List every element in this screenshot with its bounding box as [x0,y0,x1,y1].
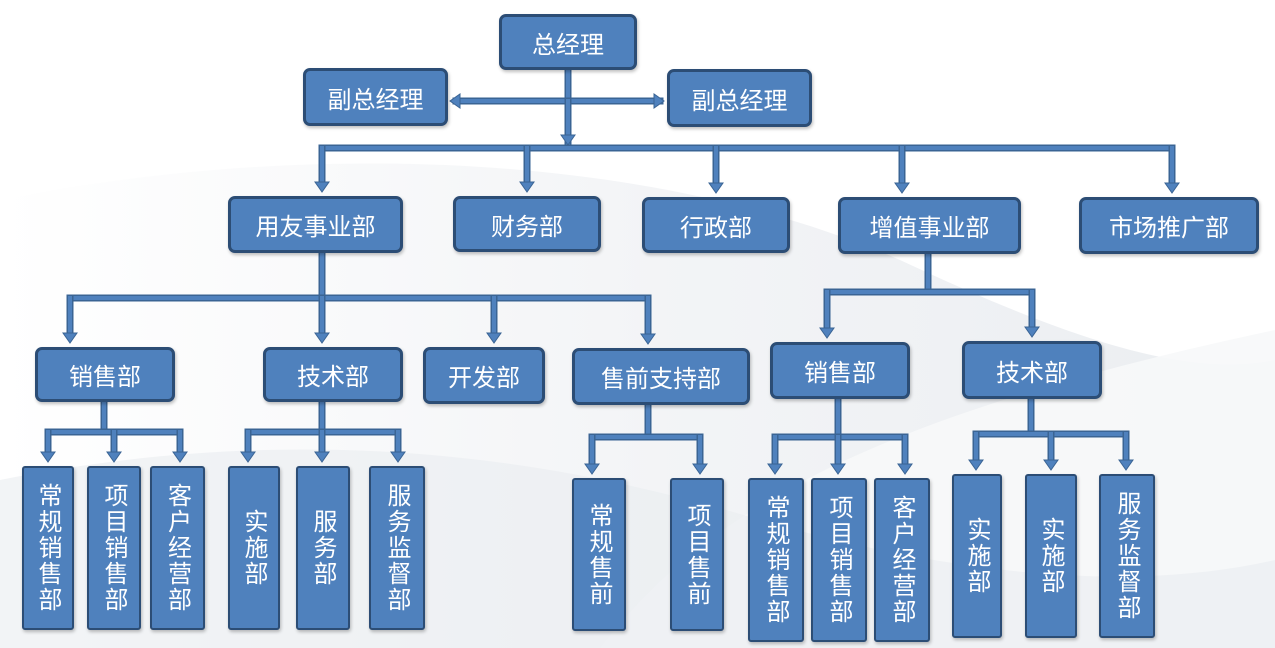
node-va-sales-project: 项目销售部 [811,478,867,642]
arrow-head [830,463,846,475]
node-marketing: 市场推广部 [1079,197,1259,254]
node-va-tech-impl-1: 实施部 [952,474,1002,638]
arrow-head [640,333,656,345]
arrow-head [767,463,783,475]
node-va-sales-account: 客户经营部 [874,478,930,642]
arrow-head [519,181,535,193]
arrow-head [106,451,122,463]
node-admin: 行政部 [642,197,790,253]
node-va-tech-supervise: 服务监督部 [1099,474,1155,638]
arrow-head [584,463,600,475]
arrow-head [1024,326,1040,338]
arrow-head [897,463,913,475]
arrow-head [449,93,461,109]
node-deputy-gm-left: 副总经理 [303,68,448,126]
node-va-tech: 技术部 [962,341,1102,399]
node-yy-sales: 销售部 [35,347,175,402]
arrow-head [314,332,330,344]
arrow-head [894,182,910,194]
node-yy-tech-service: 服务部 [296,466,350,630]
arrow-head [40,451,56,463]
node-deputy-gm-right: 副总经理 [667,69,812,127]
node-yy-tech-impl: 实施部 [228,466,280,630]
arrow-head [1043,459,1059,471]
arrow-head [240,451,256,463]
arrow-head [560,134,576,146]
arrow-head [172,451,188,463]
node-value-added-division: 增值事业部 [838,197,1021,254]
node-yy-sales-account: 客户经营部 [150,466,205,630]
node-yy-presales-project: 项目售前 [670,478,724,631]
arrow-head [653,93,665,109]
node-yy-presales: 售前支持部 [572,348,750,405]
node-yy-sales-project: 项目销售部 [87,466,141,630]
arrow-head [1118,459,1134,471]
arrow-head [62,332,78,344]
arrow-head [390,451,406,463]
arrow-head [968,459,984,471]
arrow-head [692,463,708,475]
node-va-tech-impl-2: 实施部 [1025,474,1077,638]
node-va-sales: 销售部 [770,342,910,399]
node-yy-tech: 技术部 [263,347,403,402]
arrow-head [314,451,330,463]
node-yy-tech-supervise: 服务监督部 [369,466,425,630]
arrow-head [314,181,330,193]
node-yy-dev: 开发部 [423,347,545,404]
node-yongyou-division: 用友事业部 [228,196,403,253]
node-finance: 财务部 [453,196,601,252]
node-yy-sales-regular: 常规销售部 [22,466,74,630]
arrow-head [1164,182,1180,194]
arrow-head [486,332,502,344]
node-yy-presales-regular: 常规售前 [572,478,626,631]
arrow-head [819,327,835,339]
node-general-manager: 总经理 [499,14,637,70]
node-va-sales-regular: 常规销售部 [748,478,804,642]
arrow-head [708,182,724,194]
